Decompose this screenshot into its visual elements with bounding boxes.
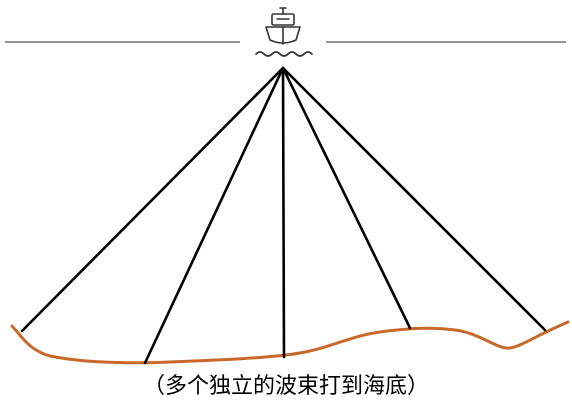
sonar-beam-4 — [281, 66, 412, 330]
seabed-line — [10, 320, 570, 365]
sonar-beam-5 — [281, 66, 547, 332]
sonar-beam-1 — [20, 66, 285, 333]
figure-caption: （多个独立的波束打到海底） — [142, 374, 429, 399]
sonar-beams — [20, 66, 547, 365]
ship-icon — [255, 7, 313, 57]
sonar-beam-3 — [281, 66, 286, 359]
sonar-beam-2 — [143, 66, 285, 365]
